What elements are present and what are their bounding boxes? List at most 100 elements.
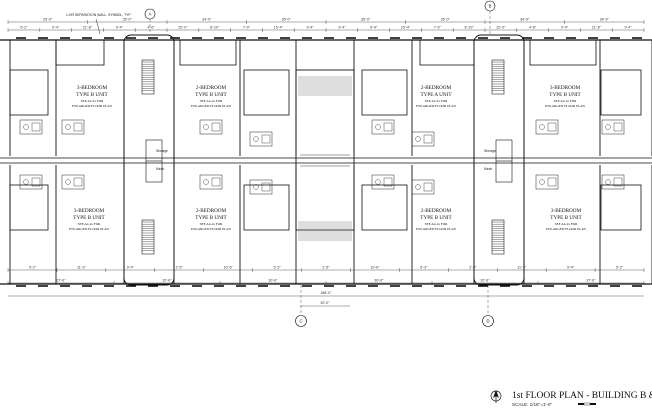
dim-top-total-text: 35'-0"	[282, 18, 292, 22]
unit-label-4: 3-BEDROOM TYPE B UNIT SEE A4-xx FOR ENLA…	[545, 85, 585, 108]
dim-top-text: 9'-4"	[116, 26, 124, 30]
dim-top-text: 9'-4"	[52, 26, 60, 30]
bath-1	[19, 119, 43, 135]
svg-text:B: B	[489, 4, 492, 9]
unit-ref: SEE A4-xx FOR	[78, 222, 102, 226]
fixtures-layer	[19, 119, 625, 195]
bath-14	[411, 179, 435, 195]
dim-top-text: 5'-2"	[20, 26, 28, 30]
bath-8	[601, 119, 625, 135]
dim-bottom-text: 2'-5"	[322, 266, 330, 270]
unit-type: TYPE B UNIT	[73, 215, 105, 221]
dim-top-text: 7'-0"	[243, 26, 251, 30]
unit-ref: SEE A4-xx FOR	[200, 222, 224, 226]
tub-icon	[261, 134, 271, 144]
grid-bubble-top-b: B	[484, 0, 496, 12]
bath-12	[249, 179, 273, 195]
dim-top-text: 4'-6"	[529, 26, 537, 30]
unit-label-3: 2-BEDROOM TYPE A UNIT SEE A4-xx FOR ENLA…	[416, 85, 456, 108]
tub-icon	[211, 122, 221, 132]
unit-name: 2-BEDROOM	[421, 85, 452, 91]
callout-text-1: 1-HR SEPARATION WALL, SYMBOL, TYP	[66, 13, 131, 17]
dim-top-text: 15'-4"	[274, 26, 284, 30]
dim-top-total-text: 34'-9"	[520, 18, 530, 22]
unit-name: 2-BEDROOM	[421, 208, 452, 214]
dim-top-total-text: 34'-9"	[202, 18, 212, 22]
unit-ref: SEE A4-xx FOR	[81, 99, 105, 103]
stair-run	[141, 219, 155, 255]
grid-bubbles: A B C D	[144, 0, 496, 327]
dim-overall-text: 186'-0"	[320, 291, 332, 295]
dim-top-text: 21'-8"	[592, 26, 602, 30]
mech-label: Mech	[156, 167, 164, 171]
dim-top-text: 8'-10"	[465, 26, 475, 30]
tub-icon	[383, 122, 393, 132]
dim-bottom-text: 5'-3"	[420, 266, 428, 270]
tub-icon	[73, 122, 83, 132]
bedroom-7	[600, 69, 642, 116]
dim-top-total-text: 34'-9"	[600, 18, 610, 22]
tub-icon	[73, 177, 83, 187]
svg-text:D: D	[486, 319, 489, 324]
dim-bottom-total-text: 30'-6"	[374, 279, 384, 283]
bath-5	[371, 119, 395, 135]
dim-top-text: 15'-4"	[401, 26, 411, 30]
unit-ref: SEE A4-xx FOR	[200, 99, 224, 103]
grid-bubble-bottom-c: C	[295, 315, 307, 327]
svg-text:A: A	[149, 12, 152, 17]
tub-icon	[423, 182, 433, 192]
bedroom-9	[55, 39, 105, 66]
bedroom-5	[361, 69, 408, 116]
stair-run	[491, 59, 505, 95]
breezeway	[295, 69, 355, 231]
unit-type: TYPE B UNIT	[76, 92, 108, 98]
dim-bottom-text: 2'-5"	[469, 266, 477, 270]
bedroom-11	[419, 39, 475, 66]
unit-type: TYPE B UNIT	[195, 215, 227, 221]
toilet-icon	[415, 136, 421, 142]
unit-ref-2: ENLARGED FLOOR PLAN	[72, 104, 112, 108]
tub-icon	[261, 182, 271, 192]
unit-label-2: 2-BEDROOM TYPE B UNIT SEE A4-xx FOR ENLA…	[191, 85, 231, 108]
bedroom-2	[9, 184, 49, 231]
tub-icon	[31, 122, 41, 132]
toilet-icon	[23, 124, 29, 130]
unit-ref-2: ENLARGED FLOOR PLAN	[546, 227, 586, 231]
toilet-icon	[375, 124, 381, 130]
tub-icon	[31, 177, 41, 187]
dim-top-text: 22'-0"	[496, 26, 506, 30]
dim-bottom-text: 9'-4"	[567, 266, 575, 270]
toilet-icon	[253, 136, 259, 142]
bath-10	[61, 174, 85, 190]
bedroom-6	[361, 184, 408, 231]
bath-3	[199, 119, 223, 135]
storage-label: Storage	[156, 149, 168, 153]
toilet-icon	[375, 179, 381, 185]
unit-name: 3-BEDROOM	[77, 85, 108, 91]
dim-bottom-text: 9'-4"	[127, 266, 135, 270]
toilet-icon	[605, 179, 611, 185]
toilet-icon	[539, 124, 545, 130]
bedroom-8	[600, 184, 642, 231]
dim-bottom-text: 10'-6"	[370, 266, 380, 270]
dimension-texts: 5'-2" 9'-4" 21'-8" 9'-4" 4'-6" 22'-0" 8'-10" 7'…	[20, 18, 632, 306]
dim-top-total-text: 35'-0"	[441, 18, 451, 22]
bath-2	[61, 119, 85, 135]
bath-13	[371, 174, 395, 190]
bath-7	[535, 119, 559, 135]
dim-bottom-total-text: 30'-6"	[268, 279, 278, 283]
dimension-strings	[7, 11, 645, 315]
tub-icon	[547, 122, 557, 132]
tub-icon	[613, 122, 623, 132]
dim-bottom-total-text: 32'-6"	[480, 279, 490, 283]
toilet-icon	[65, 179, 71, 185]
unit-name: 3-BEDROOM	[550, 85, 581, 91]
dim-top-total-text: 35'-0"	[361, 18, 371, 22]
svg-text:C: C	[299, 319, 302, 324]
dim-mid-text: 30'-0"	[320, 301, 330, 305]
toilet-icon	[65, 124, 71, 130]
unit-ref-2: ENLARGED FLOOR PLAN	[191, 227, 231, 231]
bath-9	[19, 174, 43, 190]
dim-bottom-text: 5'-2"	[29, 266, 37, 270]
dim-bottom-total-text: 37'-6"	[56, 279, 66, 283]
